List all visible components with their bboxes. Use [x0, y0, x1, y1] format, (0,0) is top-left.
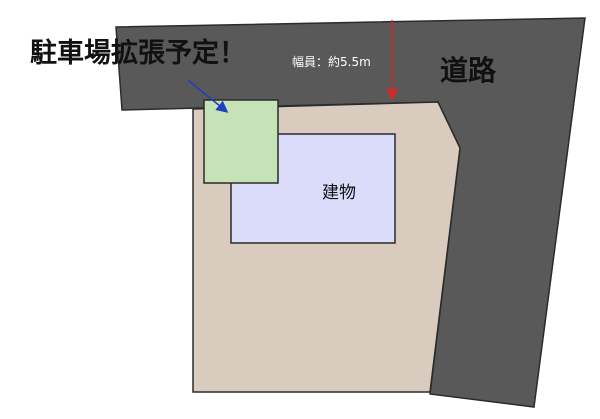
- title-text: 駐車場拡張予定！: [30, 37, 246, 69]
- parking-expansion-area: [203, 99, 279, 184]
- building-label: 建物: [322, 183, 356, 203]
- pointer-arrow: [187, 79, 229, 113]
- road-width-label: 幅員：約5.5m: [292, 54, 371, 69]
- road-label: 道路: [440, 54, 497, 87]
